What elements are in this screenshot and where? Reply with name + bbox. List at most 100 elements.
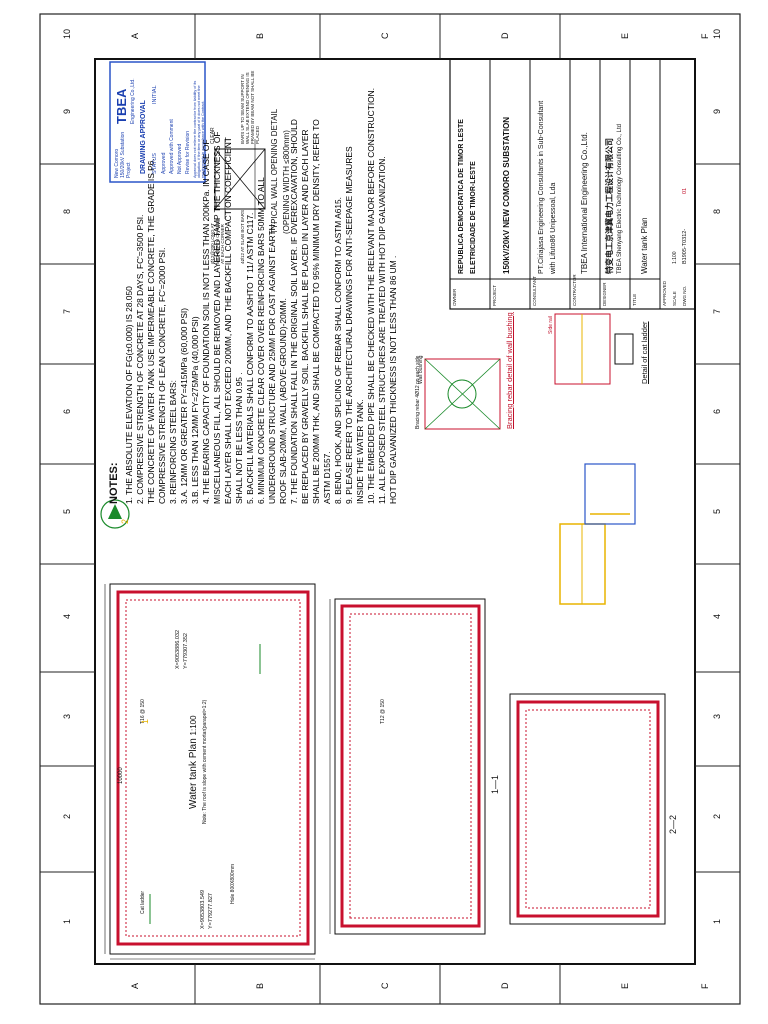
grid-column-label: 9 — [712, 108, 722, 114]
note-line: SHALL NOT BE LESS THAN 0.95 . — [234, 372, 244, 504]
tb-designer-cn: 特变电工京津冀电力工程设计有限公司 — [605, 138, 614, 274]
note-line: 8. BEND, HOOK, AND SPLICING OF REBAR SHA… — [333, 196, 343, 504]
grid-row-label: E — [620, 982, 630, 989]
grid-row-label: A — [130, 32, 140, 39]
yellow-label-1: 1 — [140, 718, 150, 724]
cat-ladder-title: Detail of cat ladder — [640, 321, 649, 384]
north-arrow — [100, 499, 130, 529]
grid-column-label: 7 — [712, 308, 722, 314]
grid-row-label: D — [500, 32, 510, 40]
bracing-title: Bracing rebar detail of wall bushing — [505, 312, 514, 429]
grid-column-label: 8 — [712, 208, 722, 214]
tb-owner-label: OWNER — [452, 288, 457, 306]
dim-10000: 10000 — [118, 767, 124, 784]
tb-designer: TBEA Shenyang Electric Technology Consul… — [617, 124, 623, 274]
grid-column-label: 10 — [712, 28, 722, 39]
stamp-revise: Revise for Revision — [185, 130, 191, 174]
grid-row-label: B — [255, 982, 265, 989]
rebar-label-2: T12 @ 150 — [380, 699, 386, 724]
grid-column-label: 2 — [62, 813, 72, 819]
tank-plan-1 — [104, 583, 316, 960]
coord-y1: Y=779277.827 — [208, 893, 214, 929]
wall-opening-title: TYPICAL WALL OPENING DETAIL — [270, 108, 279, 234]
tb-scale: 1:100 — [672, 251, 678, 264]
tb-title-label: TITLE — [632, 293, 637, 306]
grid-column-label: 5 — [62, 508, 72, 514]
tb-contractor-label: CONTRACTOR — [572, 274, 577, 306]
hole-label: Hole 800X800mm — [230, 863, 236, 904]
coord-y2: Y=779307.352 — [183, 633, 189, 669]
wall-opening-note-3: BARS UP TO SEAM SUPPORT IN WALL SLAB EXT… — [240, 70, 260, 144]
yellow-label-2: 2 — [120, 518, 130, 524]
stamp-sub: Engineering Co.,Ltd. — [130, 78, 136, 124]
grid-column-label: 3 — [62, 713, 72, 719]
stamp-status: STATUS — [152, 153, 158, 174]
tb-consultant-1: PT.Ciriajasa Engineering Consultants in … — [538, 100, 545, 274]
tb-title: Water tank Plan — [640, 217, 649, 274]
stamp-approved: Approved — [161, 152, 167, 174]
wall-opening-subtitle: (OPENING WIDTH ≤800mm) — [282, 130, 291, 234]
note-line: ASTM D1557. — [322, 451, 332, 504]
plan-title: Water tank Plan 1:100 — [188, 715, 199, 809]
tb-project-label: PROJECT — [492, 284, 497, 306]
coord-x2: X=9053886.032 — [175, 630, 181, 669]
grid-column-label: 7 — [62, 308, 72, 314]
section-2-2 — [509, 693, 666, 925]
tb-approved: APPROVED — [662, 280, 667, 306]
grid-row-label: B — [255, 32, 265, 39]
grid-column-label: 10 — [62, 28, 72, 39]
notes-title: NOTES: — [108, 462, 120, 504]
tb-dwg-no: B1905-T0312- — [682, 228, 688, 264]
note-line: HOT DIP GALVANIZED THICKNESS IS NOT LESS… — [388, 255, 398, 504]
grid-row-label: F — [700, 983, 710, 990]
note-line: BE REPLACED BY GRAVELLY SOIL. BACKFILL S… — [300, 129, 310, 504]
grid-column-label: 3 — [712, 713, 722, 719]
tb-scale-label: SCALE — [672, 291, 677, 306]
grid-column-label: 2 — [712, 813, 722, 819]
inner-frame — [94, 58, 696, 965]
stamp-with-comment: Approved with Comment — [169, 119, 175, 174]
grid-column-label: 5 — [712, 508, 722, 514]
wall-opening-note-1: Ø12@200 LONG AT MID-DEPTH OF SLAB AT EAC… — [210, 218, 225, 264]
section-1-label: 1—1 — [490, 774, 500, 794]
plan-title-text: Water tank Plan — [188, 738, 199, 809]
wall-opening-detail — [214, 139, 266, 219]
grid-column-label: 1 — [712, 918, 722, 924]
tb-owner-1: REPUBLICA DEMOCRATICA DE TIMOR LESTE — [458, 119, 465, 274]
tb-owner-2: ELETRICIDADE DE TIMOR-LESTE — [470, 161, 477, 274]
tb-contractor: TBEA International Engineering Co.,Ltd. — [580, 132, 589, 274]
note-line: 10. THE EMBEDDED PIPE SHALL BE CHECKED W… — [366, 87, 376, 504]
grid-column-label: 6 — [62, 408, 72, 414]
grid-row-label: F — [700, 33, 710, 40]
cat-ladder-label: Cat ladder — [140, 890, 146, 914]
tank-plan-2 — [329, 598, 486, 935]
clear-label: CLEAR — [210, 127, 216, 144]
wall-opening-note-2: 4Ø12 AT SLAB BOT BARS — [240, 209, 245, 264]
note-line: 6. MINIMUM CONCRETE CLEAR COVER OVER REI… — [256, 177, 266, 504]
stamp-project: New Comoro 150/20kV Substation Project — [114, 131, 132, 178]
note-line: SHALL BE 200MM THK, AND SHALL BE COMPACT… — [311, 119, 321, 504]
plan-scale: 1:100 — [189, 715, 198, 736]
title-block-frame — [449, 58, 696, 310]
tb-consultant-2: with Lifuto86 Unipessoal, Lda — [550, 182, 557, 274]
stamp-brand: TBEA — [114, 88, 129, 124]
grid-row-label: C — [380, 32, 390, 40]
grid-row-label: E — [620, 32, 630, 39]
tb-consultant-label: CONSULTANT — [532, 276, 537, 306]
stamp-initial: INITIAL — [152, 85, 158, 104]
note-line: THE CONCRETE OF WATER TANK USE IMPERMEAB… — [146, 158, 156, 504]
note-line: INSIDE THE WATER TANK. — [355, 399, 365, 504]
approval-stamp — [109, 61, 206, 183]
grid-column-label: 1 — [62, 918, 72, 924]
stamp-not-approved: Not Approved — [177, 143, 183, 174]
outer-frame — [39, 13, 741, 1005]
plan-note: Note: The roof is slope with cement mort… — [202, 699, 208, 824]
grid-column-label: 8 — [62, 208, 72, 214]
coord-x1: X=9053803.549 — [200, 890, 206, 929]
side-rail-label: Side rail — [548, 315, 554, 334]
grid-column-label: 9 — [62, 108, 72, 114]
grid-column-label: 4 — [62, 613, 72, 619]
note-line: 5. BACKFILL MATERIALS SHALL CONFORM TO A… — [245, 212, 255, 504]
